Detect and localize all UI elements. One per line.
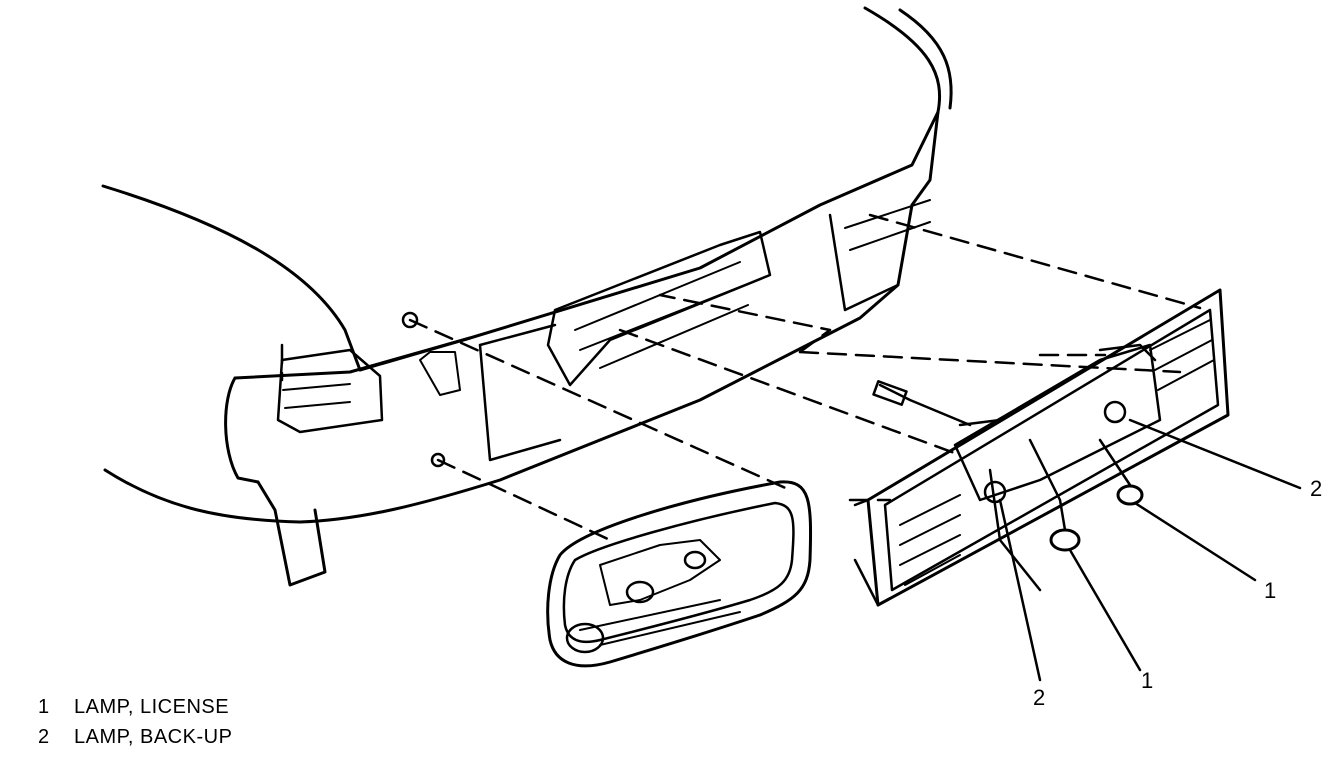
leader-1-bottom [1068,548,1142,672]
callout-1-bottom: 1 [1141,668,1153,693]
callout-leader-lines [998,418,1302,682]
legend-item: 2 LAMP, BACK-UP [38,722,232,752]
leader-1-right [1133,501,1257,582]
tail-lamp-assembly [546,480,813,668]
vehicle-body [101,6,953,587]
callout-1-right: 1 [1264,578,1276,603]
legend-label: LAMP, LICENSE [74,696,230,718]
callout-2-bottom: 2 [1033,685,1045,710]
legend-number: 1 [38,696,50,718]
legend-item: 1 LAMP, LICENSE [38,692,232,722]
parts-legend: 1 LAMP, LICENSE 2 LAMP, BACK-UP [38,692,232,752]
leader-2-bottom [998,498,1042,682]
legend-number: 2 [38,726,50,748]
exploded-view-guide-lines [280,213,1202,542]
legend-label: LAMP, BACK-UP [74,726,233,748]
leader-2-right [1128,418,1302,490]
rear-center-panel [853,288,1230,607]
callout-2-right: 2 [1310,476,1322,501]
